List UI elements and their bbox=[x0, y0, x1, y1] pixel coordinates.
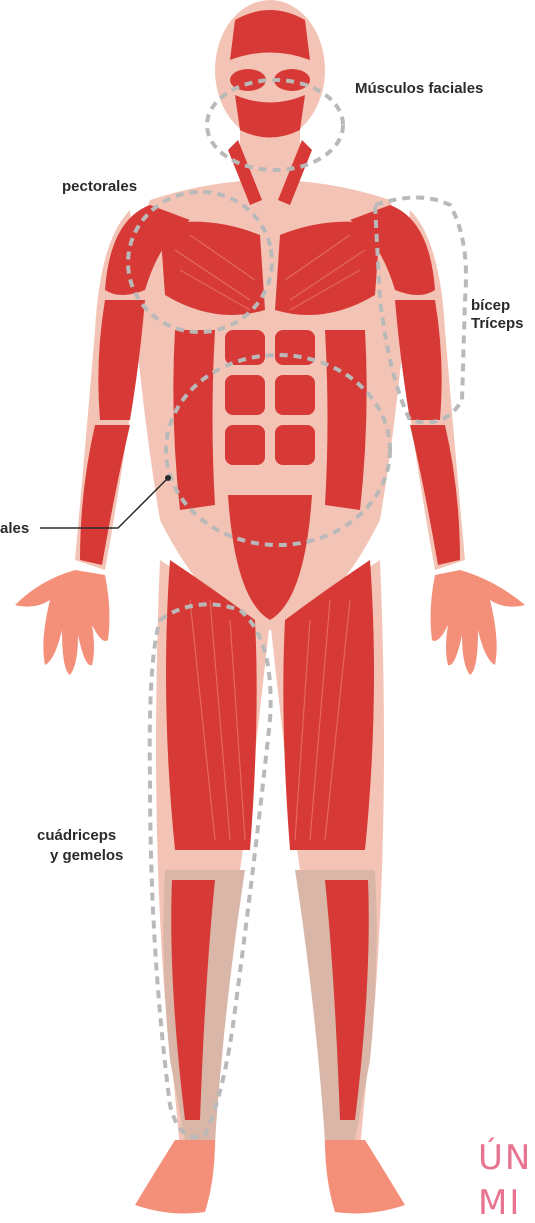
extremities bbox=[15, 570, 525, 1213]
pointer-dot bbox=[165, 475, 171, 481]
right-foot bbox=[135, 1140, 215, 1213]
ab-2-right bbox=[225, 375, 265, 415]
label-bicep: bícep bbox=[471, 297, 510, 315]
right-hand bbox=[15, 570, 109, 675]
brand-text-line1: ÚN bbox=[478, 1138, 532, 1178]
oblique-left bbox=[325, 330, 367, 510]
frontalis bbox=[230, 10, 310, 60]
bicep-right bbox=[98, 300, 145, 420]
label-cuadriceps: cuádriceps bbox=[37, 827, 116, 845]
label-pectorales: pectorales bbox=[62, 178, 137, 196]
left-hand bbox=[431, 570, 525, 675]
label-gemelos: y gemelos bbox=[50, 847, 123, 865]
ab-2-left bbox=[275, 375, 315, 415]
label-abdominales: ales bbox=[0, 520, 29, 538]
oblique-right bbox=[173, 330, 215, 510]
label-facial-muscles: Músculos faciales bbox=[355, 80, 483, 98]
brand-text-line2: MI bbox=[478, 1183, 521, 1223]
label-triceps: Tríceps bbox=[471, 315, 524, 333]
left-foot bbox=[325, 1140, 405, 1213]
ab-3-left bbox=[275, 425, 315, 465]
ab-3-right bbox=[225, 425, 265, 465]
